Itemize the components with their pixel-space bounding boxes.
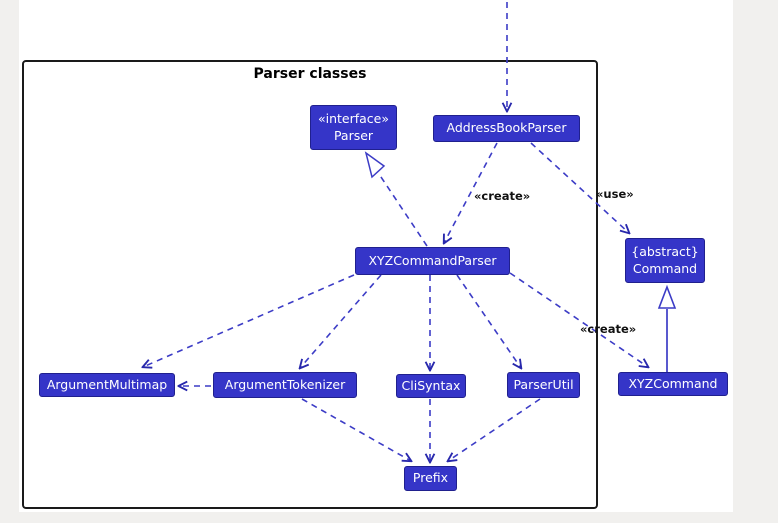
edge-label-create-bottom: «create» xyxy=(580,322,637,336)
class-parserutil-name: ParserUtil xyxy=(513,376,574,392)
class-prefix: Prefix xyxy=(404,466,457,491)
class-xyzcommandparser-name: XYZCommandParser xyxy=(368,252,497,268)
class-xyzcommandparser: XYZCommandParser xyxy=(355,247,510,275)
class-command-name: Command xyxy=(632,260,698,276)
class-parser: «interface» Parser xyxy=(310,105,397,150)
class-argumentmultimap-name: ArgumentMultimap xyxy=(46,376,168,392)
class-parser-stereotype: «interface» xyxy=(317,110,390,126)
class-command-stereotype: {abstract} xyxy=(631,243,699,259)
class-command: {abstract} Command xyxy=(625,238,705,283)
class-clisyntax-name: CliSyntax xyxy=(401,377,461,393)
class-argumenttokenizer: ArgumentTokenizer xyxy=(213,372,357,398)
edge-label-use: «use» xyxy=(596,187,634,201)
class-argumenttokenizer-name: ArgumentTokenizer xyxy=(224,376,346,392)
class-xyzcommand: XYZCommand xyxy=(618,372,728,396)
class-parser-name: Parser xyxy=(333,127,374,143)
class-xyzcommand-name: XYZCommand xyxy=(628,375,718,391)
frame-title: Parser classes xyxy=(253,66,367,82)
class-prefix-name: Prefix xyxy=(412,470,449,486)
edge-label-create-top: «create» xyxy=(474,189,531,203)
class-clisyntax: CliSyntax xyxy=(396,374,466,398)
class-parserutil: ParserUtil xyxy=(507,372,580,398)
class-addressbookparser: AddressBookParser xyxy=(433,115,580,142)
class-addressbookparser-name: AddressBookParser xyxy=(446,120,567,136)
class-argumentmultimap: ArgumentMultimap xyxy=(39,373,175,397)
